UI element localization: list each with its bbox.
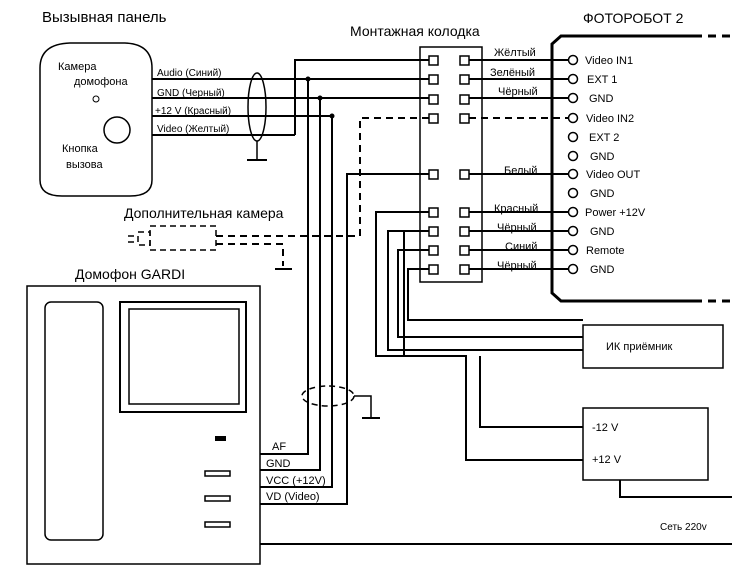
wire-label-gnd: GND (Черный): [157, 88, 225, 99]
robot-pin-ext1: EXT 1: [587, 74, 617, 86]
wire-label-audio: Audio (Синий): [157, 68, 222, 79]
wire-label-12v: +12 V (Красный): [155, 106, 231, 117]
ir-receiver-label: ИК приёмник: [606, 341, 672, 353]
intercom-button-2[interactable]: [204, 495, 231, 502]
power-supply-plus: +12 V: [592, 454, 622, 466]
intercom-screen: [128, 308, 240, 405]
shield-ground-2: [354, 395, 372, 418]
robot-pin-gnd1: GND: [589, 93, 614, 105]
robot-pin-power: Power +12V: [585, 207, 646, 219]
power-supply-box: [582, 407, 709, 481]
robot-pin-gnd5: GND: [590, 264, 615, 276]
robot-pin-circles: [567, 54, 579, 275]
call-panel-title: Вызывная панель: [42, 9, 167, 26]
wire-color-power: Красный: [494, 203, 538, 215]
call-panel-wires: [152, 78, 295, 136]
intercom-wires: [260, 79, 429, 505]
intercom-pin-vd: VD (Video): [266, 491, 320, 503]
wire-video-to-in1: [294, 59, 429, 135]
extra-camera-title: Дополнительная камера: [124, 205, 284, 221]
power-supply-minus: -12 V: [592, 422, 619, 434]
intercom-handset: [44, 301, 104, 541]
robot-pin-video-out: Video OUT: [586, 169, 640, 181]
robot-pin-gnd3: GND: [590, 188, 615, 200]
intercom-button-1[interactable]: [204, 470, 231, 477]
power-wires: [375, 211, 583, 461]
robot-pin-video-in1: Video IN1: [585, 55, 633, 67]
mains-wire-1: [619, 480, 732, 498]
terminal-block-title: Монтажная колодка: [350, 23, 480, 39]
robot-pin-video-in2: Video IN2: [586, 113, 634, 125]
robot-body: [550, 34, 694, 303]
camera-label-line2: домофона: [74, 76, 128, 88]
robot-title: ФОТОРОБОТ 2: [583, 10, 684, 26]
cable-bundle-1: [247, 72, 267, 142]
call-panel-body: [39, 42, 153, 197]
wire-color-gnd1: Чёрный: [498, 86, 538, 98]
robot-pin-ext2: EXT 2: [589, 132, 619, 144]
robot-pin-gnd4: GND: [590, 226, 615, 238]
wire-label-video: Video (Желтый): [157, 124, 229, 135]
intercom-led: [215, 436, 226, 441]
button-label: Кнопка вызова: [62, 143, 104, 171]
terminal-block: [419, 46, 483, 283]
mains-label: Сеть 220v: [660, 522, 707, 533]
button-label-line2: вызова: [66, 159, 104, 171]
wire-color-video-in1: Жёлтый: [494, 47, 536, 59]
intercom-title: Домофон GARDI: [75, 266, 185, 282]
button-label-line1: Кнопка: [62, 143, 99, 155]
extra-camera-wires: [216, 117, 429, 266]
intercom-button-3[interactable]: [204, 521, 231, 528]
camera-label-line1: Камера: [58, 61, 97, 73]
robot-pin-gnd2: GND: [590, 151, 615, 163]
call-button-icon: [103, 116, 131, 144]
wire-color-ext1: Зелёный: [490, 67, 535, 79]
wire-color-gnd-remote: Чёрный: [497, 260, 537, 272]
wire-color-remote: Синий: [505, 241, 537, 253]
intercom-pin-gnd: GND: [266, 458, 291, 470]
junction-dots: [305, 76, 335, 119]
robot-pin-remote: Remote: [586, 245, 625, 257]
ir-receiver-box: [582, 324, 724, 369]
camera-label: Камера домофона: [58, 61, 128, 88]
camera-lens-icon: [92, 95, 100, 103]
intercom-pin-vcc: VCC (+12V): [266, 475, 326, 487]
wire-color-gnd-power: Чёрный: [497, 222, 537, 234]
extra-camera-icon: [128, 225, 217, 251]
wire-color-video-out: Белый: [504, 165, 537, 177]
ir-wires: [387, 230, 583, 351]
intercom-pin-af: AF: [272, 441, 286, 453]
